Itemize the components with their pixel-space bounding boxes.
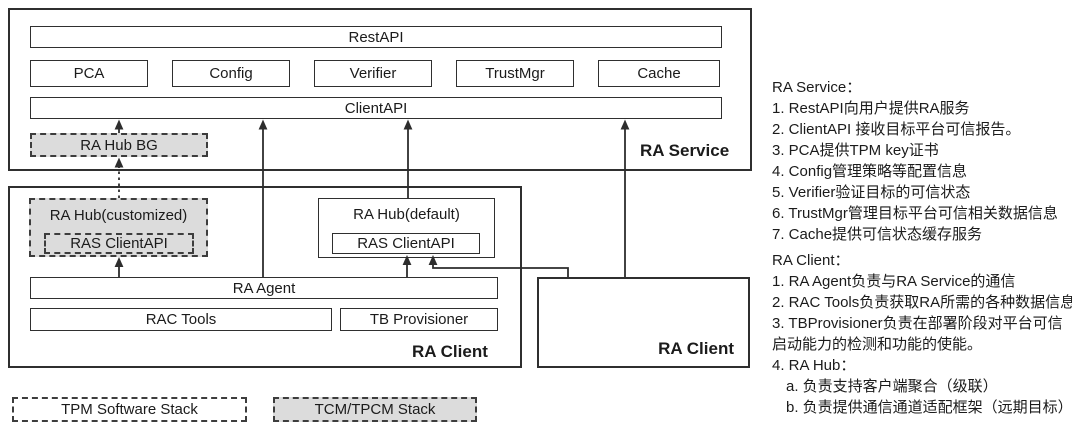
ra-service-notes: RA Service： 1. RestAPI向用户提供RA服务 2. Clien… <box>772 77 1072 245</box>
config-label: Config <box>209 65 253 82</box>
tb-provisioner-label: TB Provisioner <box>369 311 469 328</box>
ra-client-left-title: RA Client <box>412 342 488 361</box>
ra-service-title: RA Service <box>640 141 730 160</box>
clientapi-label: ClientAPI <box>344 99 408 117</box>
ra-agent-label: RA Agent <box>232 279 296 297</box>
ras-clientapi-default-label: RAS ClientAPI <box>357 235 455 252</box>
trustmgr-label: TrustMgr <box>485 65 545 82</box>
component-box-trustmgr: TrustMgr <box>456 60 574 87</box>
ra-hub-customized-box: RA Hub(customized) RAS ClientAPI <box>29 198 208 257</box>
note-line: b. 负责提供通信通道适配框架（远期目标） <box>786 399 1072 416</box>
cache-label: Cache <box>637 65 681 82</box>
note-line: 4. Config管理策略等配置信息 <box>772 163 968 180</box>
ra-hub-customized-title: RA Hub(customized) <box>49 207 188 224</box>
note-line: 6. TrustMgr管理目标平台可信相关数据信息 <box>772 205 1058 222</box>
ra-agent-bar: RA Agent <box>30 277 498 299</box>
legend-tcm-label: TCM/TPCM Stack <box>314 401 436 418</box>
rac-tools-label: RAC Tools <box>145 311 217 328</box>
legend-tpm-software-stack: TPM Software Stack <box>12 397 247 422</box>
note-line: 5. Verifier验证目标的可信状态 <box>772 184 971 201</box>
verifier-label: Verifier <box>349 65 397 82</box>
ra-hub-bg-label: RA Hub BG <box>80 136 158 154</box>
restapi-bar: RestAPI <box>30 26 722 48</box>
component-box-pca: PCA <box>30 60 148 87</box>
ras-clientapi-default-box: RAS ClientAPI <box>332 233 480 254</box>
note-line: 7. Cache提供可信状态缓存服务 <box>772 226 983 243</box>
note-line: 3. PCA提供TPM key证书 <box>772 142 939 159</box>
component-box-cache: Cache <box>598 60 720 87</box>
ra-service-notes-title: RA Service： <box>772 79 862 96</box>
component-box-verifier: Verifier <box>314 60 432 87</box>
clientapi-bar: ClientAPI <box>30 97 722 119</box>
note-line: 2. ClientAPI 接收目标平台可信报告。 <box>772 121 1021 138</box>
note-line: a. 负责支持客户端聚合（级联） <box>786 378 998 395</box>
note-line: 3. TBProvisioner负责在部署阶段对平台可信 <box>772 315 1063 332</box>
note-line: 2. RAC Tools负责获取RA所需的各种数据信息 <box>772 294 1072 311</box>
ra-client-right-title: RA Client <box>658 339 734 358</box>
note-line: 4. RA Hub： <box>772 357 856 374</box>
ra-hub-bg-box: RA Hub BG <box>30 133 208 157</box>
ras-clientapi-customized-box: RAS ClientAPI <box>44 233 194 254</box>
note-line: 1. RestAPI向用户提供RA服务 <box>772 100 970 117</box>
note-line: 1. RA Agent负责与RA Service的通信 <box>772 273 1016 290</box>
ra-client-notes-title: RA Client： <box>772 252 850 269</box>
legend-tcm-tpcm-stack: TCM/TPCM Stack <box>273 397 477 422</box>
component-box-config: Config <box>172 60 290 87</box>
ra-hub-default-title: RA Hub(default) <box>353 206 460 223</box>
ra-client-right-box: RA Client <box>537 277 750 368</box>
tb-provisioner-box: TB Provisioner <box>340 308 498 331</box>
ra-client-notes: RA Client： 1. RA Agent负责与RA Service的通信 2… <box>772 250 1072 418</box>
note-line: 启动能力的检测和功能的使能。 <box>772 336 983 353</box>
restapi-label: RestAPI <box>348 28 404 46</box>
ras-clientapi-customized-label: RAS ClientAPI <box>70 235 168 252</box>
pca-label: PCA <box>73 65 105 82</box>
legend-tpm-label: TPM Software Stack <box>61 401 198 418</box>
ra-hub-default-box: RA Hub(default) RAS ClientAPI <box>318 198 495 258</box>
rac-tools-box: RAC Tools <box>30 308 332 331</box>
